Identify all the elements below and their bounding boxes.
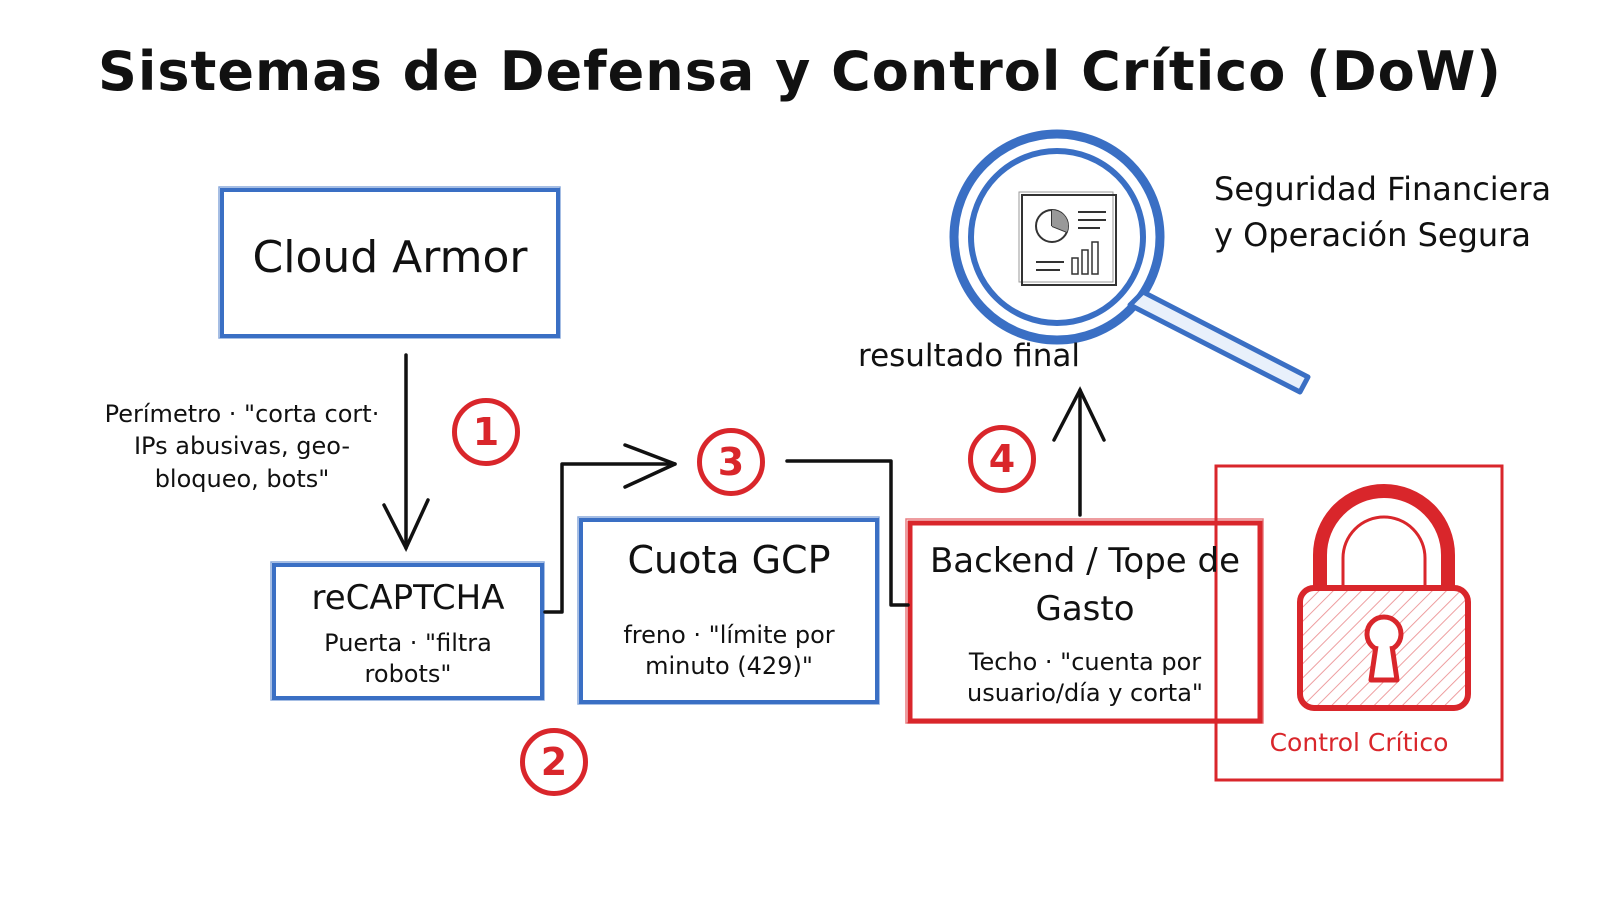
arrow-recaptcha-to-cuota [543,443,677,614]
result-label: resultado final [858,338,1080,374]
connector-cuota-to-backend [785,459,910,607]
backend-subtitle: Techo · "cuenta por usuario/día y corta" [967,648,1203,708]
cuota-gcp-subtitle: freno · "límite por minuto (429)" [623,621,835,681]
cloud-armor-box [218,186,561,339]
control-critico-label: Control Crítico [1269,728,1449,757]
step-badge-4: 4 [968,425,1036,493]
recaptcha-box [270,561,545,701]
step-badge-3: 3 [697,428,765,496]
cuota-gcp-title: Cuota GCP [627,538,831,582]
recaptcha-subtitle: Puerta · "filtra robots" [324,629,492,689]
arrow-to-result [1052,386,1106,517]
recaptcha-title: reCAPTCHA [311,578,505,618]
backend-box [905,518,1264,724]
cuota-gcp-box [577,516,880,705]
step-badge-1: 1 [452,398,520,466]
arrow-armor-to-recaptcha [382,353,430,553]
padlock-icon [1297,484,1471,711]
diagram-title: Sistemas de Defensa y Control Crítico (D… [98,40,1502,103]
cloud-armor-note: Perímetro · "corta cort· IPs abusivas, g… [104,400,380,493]
step-badge-2: 2 [520,728,588,796]
control-critico-box [1214,464,1504,782]
security-note: Seguridad Financiera y Operación Segura [1214,170,1552,255]
cloud-armor-title: Cloud Armor [252,232,528,283]
magnifier-report-icon [949,129,1311,395]
backend-title: Backend / Tope de Gasto [929,541,1241,629]
